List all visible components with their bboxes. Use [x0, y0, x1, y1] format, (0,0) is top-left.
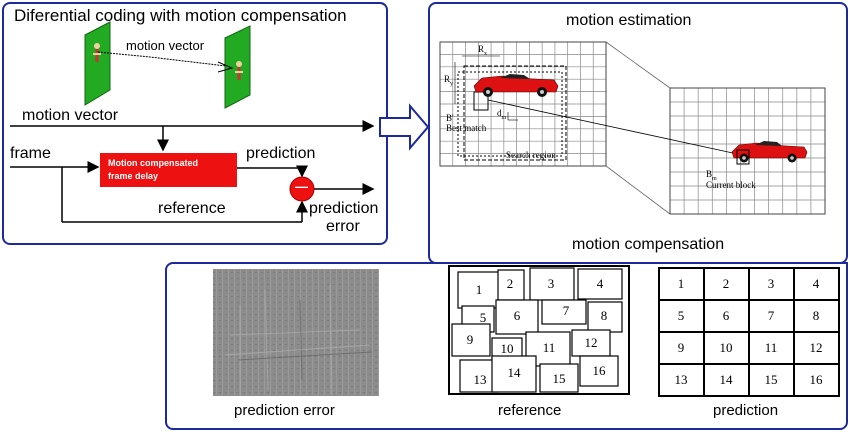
dm-label: dm [497, 108, 507, 121]
reference-block-number: 6 [513, 308, 521, 323]
prediction-label: prediction [246, 145, 316, 162]
reference-block-number: 8 [600, 308, 608, 323]
previous-frame-image [84, 21, 111, 106]
prediction-block-number: 13 [674, 372, 688, 387]
bprime-label: B' [446, 113, 454, 123]
best-match-label: Best match [446, 123, 487, 133]
subtractor-node [289, 176, 315, 202]
prediction-grid [659, 268, 839, 396]
flow-arrow [379, 103, 430, 151]
current-block-box [736, 149, 750, 165]
differential-coding-title: Diferential coding with motion compensat… [14, 6, 347, 25]
prediction-block-number: 16 [809, 372, 823, 387]
prediction-error-label-1: prediction [309, 200, 379, 217]
reference-block-number: 12 [584, 335, 598, 350]
prediction-caption: prediction [713, 402, 779, 419]
reference-block-number: 15 [552, 371, 566, 386]
prediction-block-number: 9 [677, 340, 685, 355]
prediction-block-number: 14 [719, 372, 733, 387]
ry-label: Ry [444, 74, 454, 87]
subtract-symbol: — [295, 179, 308, 194]
prediction-block-number: 5 [677, 308, 685, 323]
block-label-line2: frame delay [108, 171, 159, 181]
prediction-block-number: 12 [809, 340, 823, 355]
rx-label: Rx [478, 44, 488, 57]
reference-block-number: 13 [473, 372, 487, 387]
prediction-block-number: 15 [764, 372, 778, 387]
differential-coding-panel [2, 2, 388, 245]
reference-block-number: 11 [542, 340, 556, 355]
car-current [731, 141, 808, 163]
search-region-box [463, 65, 567, 161]
prediction-block-number: 2 [722, 276, 730, 291]
prediction-block-number: 8 [812, 308, 820, 323]
motion-vector-label-top: motion vector [126, 38, 205, 53]
motion-estimation-panel [428, 2, 848, 264]
motion-vector-arrow [97, 51, 227, 67]
reference-block-number: 10 [500, 341, 514, 356]
reference-block-number: 3 [547, 276, 555, 291]
reference-block-number: 9 [466, 332, 474, 347]
car-reference [473, 74, 559, 97]
reference-block-number: 1 [475, 282, 483, 297]
reference-block-number: 7 [562, 303, 570, 318]
motion-estimation-title: motion estimation [566, 12, 692, 29]
reference-block-number: 14 [507, 365, 521, 380]
prediction-block-number: 4 [812, 276, 820, 291]
motion-vector-label: motion vector [22, 107, 119, 124]
reference-block-number: 5 [479, 310, 487, 325]
prediction-block-number: 11 [764, 340, 778, 355]
prediction-block-number: 3 [767, 276, 775, 291]
search-region-label: Search region [506, 150, 556, 160]
prediction-block-number: 7 [767, 308, 775, 323]
prediction-block-number: 6 [722, 308, 730, 323]
prediction-block-number: 1 [677, 276, 685, 291]
reference-label: reference [158, 200, 226, 217]
prediction-error-label-2: error [326, 218, 360, 235]
prediction-error-caption: prediction error [234, 402, 335, 419]
motion-compensated-block [100, 153, 237, 187]
reference-frame-grid [440, 42, 606, 166]
bm-label: Bm [706, 169, 717, 182]
current-frame-figure [235, 61, 243, 80]
prediction-block-number: 10 [719, 340, 733, 355]
reference-caption: reference [498, 402, 562, 419]
block-label-line1: Motion compensated [108, 158, 199, 168]
motion-compensation-title: motion compensation [572, 236, 725, 253]
reference-block-number: 2 [506, 276, 514, 291]
reference-block-number: 4 [596, 276, 604, 291]
reference-block-number: 16 [592, 363, 606, 378]
previous-frame-figure [93, 43, 101, 62]
frame-label: frame [10, 145, 51, 162]
current-block-label: Current block [706, 180, 756, 190]
reference-blocks [451, 267, 623, 393]
